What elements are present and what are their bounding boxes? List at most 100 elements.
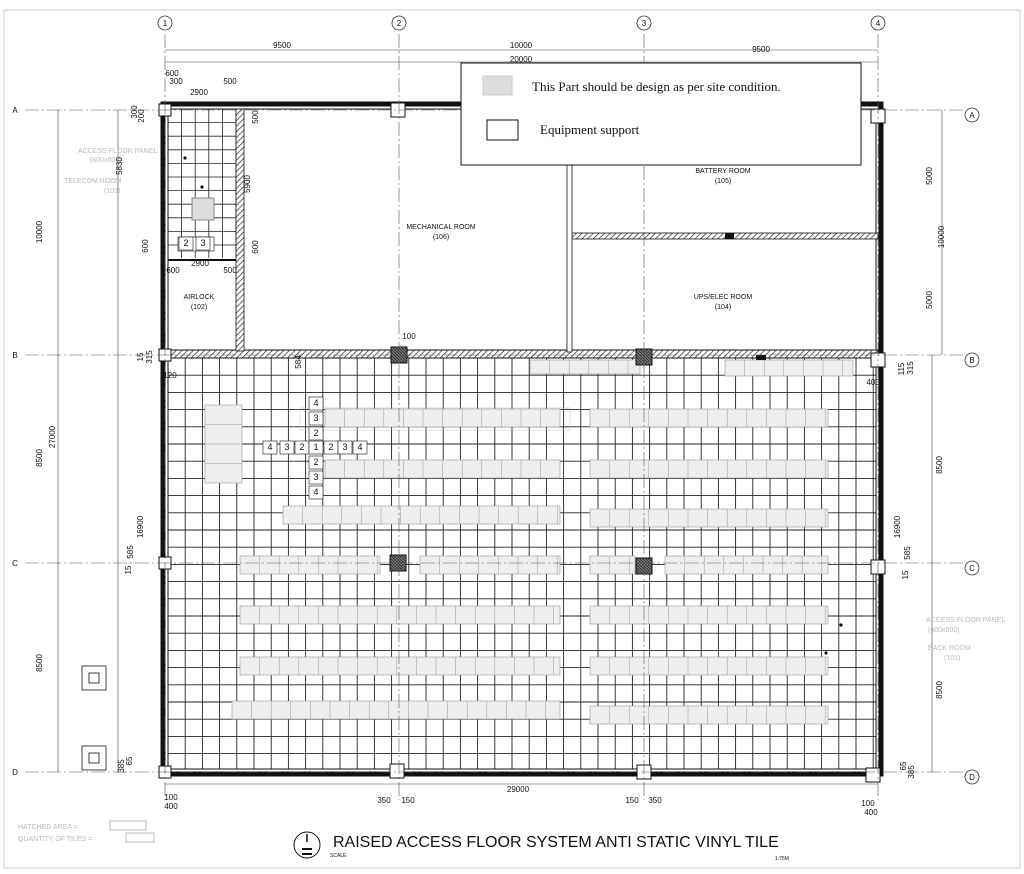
axis-label: A bbox=[12, 106, 18, 115]
sheet-border bbox=[3, 9, 1021, 869]
dimension-value: 350 bbox=[648, 796, 662, 805]
tile-marker-number: 4 bbox=[313, 398, 318, 408]
north-symbol-icon bbox=[293, 831, 321, 859]
door-marker bbox=[725, 233, 734, 239]
scale-label: SCALE bbox=[330, 853, 347, 859]
dimension-value: 16900 bbox=[136, 515, 145, 538]
tile-marker-number: 2 bbox=[328, 442, 333, 452]
label-back-room: BACK ROOM bbox=[928, 645, 971, 652]
axis-label: C bbox=[969, 564, 975, 573]
dimension-value: 9500 bbox=[273, 41, 291, 50]
label-access-floor-panel-right: ACCESS FLOOR PANEL bbox=[926, 617, 1005, 624]
tile-marker-number: 2 bbox=[299, 442, 304, 452]
equipment-block bbox=[191, 197, 215, 221]
equipment-support-symbols bbox=[81, 665, 107, 771]
tile-marker-number: 4 bbox=[267, 442, 272, 452]
label-telecom-number: (103) bbox=[104, 188, 120, 195]
dimension-value: 385 bbox=[907, 765, 916, 779]
dimension-value: 65 bbox=[125, 756, 134, 765]
tile-marker-box bbox=[308, 440, 324, 455]
rack-row bbox=[589, 408, 829, 428]
tile-marker-number: 2 bbox=[313, 457, 318, 467]
dimension-value: 115 bbox=[897, 362, 906, 375]
dimension-value: 15 bbox=[901, 570, 910, 579]
axis-bubble bbox=[391, 15, 407, 31]
dimension-value: 27000 bbox=[48, 425, 57, 448]
dimension-value: 585 bbox=[126, 545, 135, 559]
tile-quantity-box bbox=[125, 832, 155, 843]
rack-row bbox=[589, 555, 636, 575]
tile-marker-box bbox=[262, 440, 278, 455]
tile-marker-box bbox=[308, 411, 324, 426]
dimension-value: 300 bbox=[130, 105, 139, 119]
axis-label: B bbox=[12, 351, 17, 360]
dimension-value: 8500 bbox=[935, 681, 944, 699]
tile-marker-number: 4 bbox=[313, 487, 318, 497]
rack-row bbox=[589, 508, 829, 528]
axis-bubble bbox=[964, 769, 980, 785]
dimension-value: 200 bbox=[137, 109, 146, 123]
dimension-value: 300 bbox=[169, 77, 183, 86]
label-telecom-room: TELECOM ROOM bbox=[64, 178, 122, 185]
rack-row bbox=[239, 605, 561, 625]
dimension-value: 100 bbox=[164, 793, 178, 802]
tile-marker-box bbox=[337, 440, 353, 455]
label-quantity-tiles: QUANTITY OF TILES = bbox=[18, 836, 92, 843]
dimension-value: 5830 bbox=[115, 157, 124, 175]
dimension-value: 600 bbox=[141, 239, 150, 253]
dimension-value: 10000 bbox=[937, 225, 946, 248]
tile-marker-box bbox=[308, 470, 324, 485]
label-hatched-area: HATCHED AREA = bbox=[18, 824, 78, 831]
axis-bubble bbox=[964, 107, 980, 123]
dimension-value: 15 bbox=[136, 352, 145, 361]
tile-marker-number: 3 bbox=[342, 442, 347, 452]
dimension-value: 150 bbox=[625, 796, 639, 805]
dimension-value: 15 bbox=[124, 565, 133, 574]
dimension-value: 400 bbox=[866, 378, 880, 387]
dimension-value: 100 bbox=[861, 799, 875, 808]
dimension-value: 400 bbox=[164, 802, 178, 811]
dimension-value: 385 bbox=[117, 759, 126, 773]
tile-marker-number: 2 bbox=[313, 428, 318, 438]
room-name-ups: UPS/ELEC ROOM bbox=[694, 294, 753, 301]
legend-shaded-swatch bbox=[482, 75, 513, 96]
rack-row bbox=[589, 705, 829, 725]
axis-bubble bbox=[870, 15, 886, 31]
dimension-value: 584 bbox=[294, 355, 303, 369]
axis-bubble bbox=[636, 15, 652, 31]
label-panel-size: (600x600) bbox=[90, 157, 122, 164]
legend-box: This Part should be design as per site c… bbox=[460, 62, 862, 166]
axis-label: D bbox=[969, 773, 975, 782]
dimension-value: 10000 bbox=[35, 220, 44, 243]
tile-marker-number: 3 bbox=[313, 472, 318, 482]
floor-point bbox=[183, 156, 187, 160]
equipment-rack-rows bbox=[204, 359, 854, 725]
label-panel-size-right: (600x600) bbox=[928, 627, 960, 634]
room-number-airlock: (102) bbox=[191, 304, 207, 311]
rack-row bbox=[239, 555, 381, 575]
drawing-title: RAISED ACCESS FLOOR SYSTEM ANTI STATIC V… bbox=[333, 834, 779, 851]
room-name-airlock: AIRLOCK bbox=[184, 294, 215, 301]
legend-support-swatch bbox=[486, 119, 519, 141]
dimension-value: 315 bbox=[145, 350, 154, 364]
axis-bubble bbox=[157, 15, 173, 31]
label-access-floor-panel: ACCESS FLOOR PANEL bbox=[78, 148, 157, 155]
column bbox=[865, 767, 881, 783]
axis-label: 2 bbox=[397, 19, 402, 28]
telecom-mechanical-partition bbox=[235, 108, 245, 352]
dimension-value: 400 bbox=[864, 808, 878, 817]
axis-label: 1 bbox=[163, 19, 168, 28]
dimension-value: 585 bbox=[903, 546, 912, 560]
room-name-mechanical: MECHANICAL ROOM bbox=[406, 224, 476, 231]
tile-marker-box bbox=[308, 426, 324, 441]
dimension-value: 9500 bbox=[752, 45, 770, 54]
rack-row bbox=[239, 656, 561, 676]
legend-shaded-text: This Part should be design as per site c… bbox=[532, 79, 781, 94]
dimension-value: 600 bbox=[165, 69, 179, 78]
faint-annotations: ACCESS FLOOR PANEL (600x600) TELECOM ROO… bbox=[18, 148, 1005, 843]
tile-marker-number: 4 bbox=[357, 442, 362, 452]
rack-row bbox=[589, 459, 829, 479]
hatched-area-box bbox=[109, 820, 147, 831]
